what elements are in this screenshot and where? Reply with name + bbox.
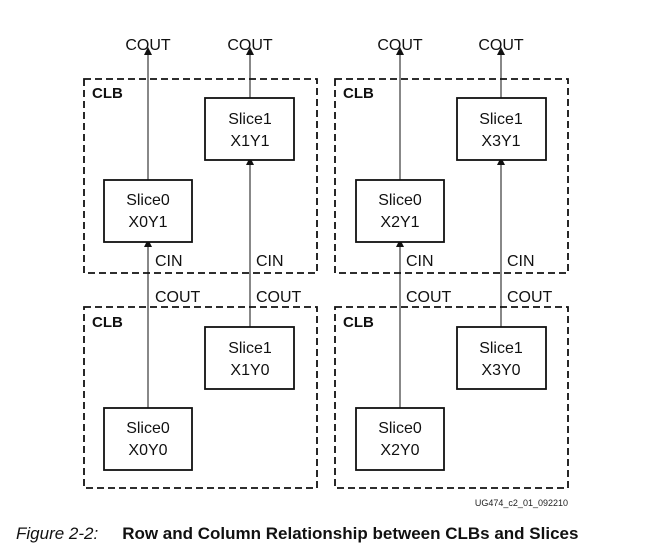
svg-text:X1Y0: X1Y0 xyxy=(230,362,269,379)
cout-label: COUT xyxy=(377,37,423,54)
cin-label: CIN xyxy=(507,253,535,270)
slice-x1y0: Slice1 X1Y0 xyxy=(204,326,295,390)
cout-label: COUT xyxy=(406,289,452,306)
cout-label: COUT xyxy=(256,289,302,306)
cin-label: CIN xyxy=(406,253,434,270)
clb-box xyxy=(334,306,569,489)
cout-label: COUT xyxy=(507,289,553,306)
slice-x0y1: Slice0 X0Y1 xyxy=(103,179,193,243)
cout-label: COUT xyxy=(125,37,171,54)
cout-label: COUT xyxy=(155,289,201,306)
slice-x3y1: Slice1 X3Y1 xyxy=(456,97,547,161)
slice-x2y1: Slice0 X2Y1 xyxy=(355,179,445,243)
svg-text:X3Y0: X3Y0 xyxy=(481,362,520,379)
clb-label: CLB xyxy=(92,314,123,331)
svg-text:X2Y1: X2Y1 xyxy=(380,214,419,231)
clb-label: CLB xyxy=(92,85,123,102)
svg-text:Slice0: Slice0 xyxy=(126,420,170,437)
clb-label: CLB xyxy=(343,314,374,331)
figure-id: UG474_c2_01_092210 xyxy=(475,498,568,508)
figure-title: Row and Column Relationship between CLBs… xyxy=(122,524,579,543)
figure-caption: Figure 2-2: Row and Column Relationship b… xyxy=(16,524,578,544)
cin-label: CIN xyxy=(155,253,183,270)
svg-text:Slice0: Slice0 xyxy=(378,420,422,437)
slice-x0y0: Slice0 X0Y0 xyxy=(103,407,193,471)
cin-label: CIN xyxy=(256,253,284,270)
clb-box xyxy=(334,78,569,274)
slice-x1y1: Slice1 X1Y1 xyxy=(204,97,295,161)
svg-text:X3Y1: X3Y1 xyxy=(481,133,520,150)
svg-text:Slice0: Slice0 xyxy=(126,192,170,209)
slice-x2y0: Slice0 X2Y0 xyxy=(355,407,445,471)
svg-text:Slice1: Slice1 xyxy=(479,340,523,357)
svg-text:X1Y1: X1Y1 xyxy=(230,133,269,150)
clb-box xyxy=(83,78,318,274)
svg-text:Slice0: Slice0 xyxy=(378,192,422,209)
clb-box xyxy=(83,306,318,489)
svg-text:X0Y0: X0Y0 xyxy=(128,442,167,459)
svg-text:Slice1: Slice1 xyxy=(479,111,523,128)
cout-label: COUT xyxy=(227,37,273,54)
slice-x3y0: Slice1 X3Y0 xyxy=(456,326,547,390)
clb-label: CLB xyxy=(343,85,374,102)
svg-text:Slice1: Slice1 xyxy=(228,340,272,357)
figure-number: Figure 2-2: xyxy=(16,524,99,543)
svg-text:X2Y0: X2Y0 xyxy=(380,442,419,459)
svg-text:Slice1: Slice1 xyxy=(228,111,272,128)
cout-label: COUT xyxy=(478,37,524,54)
svg-text:X0Y1: X0Y1 xyxy=(128,214,167,231)
